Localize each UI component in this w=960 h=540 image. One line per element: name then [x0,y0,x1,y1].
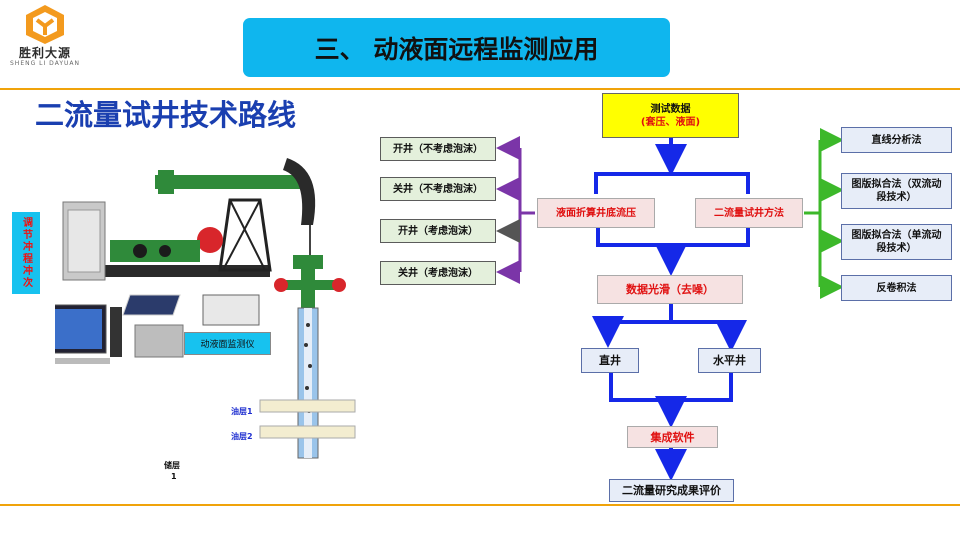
layer-2-label: 油层2 [231,432,253,441]
final-evaluation-box: 二流量研究成果评价 [609,479,734,502]
left-item-1: 开井（不考虑泡沫） [380,137,496,161]
logo-subtext: SHENG LI DAYUAN [10,60,80,67]
left-item-2: 关井（不考虑泡沫） [380,177,496,201]
vertical-well-box: 直井 [581,348,639,373]
smoothing-box: 数据光滑（去噪） [597,275,743,304]
test-data-box: 测试数据 (套压、液面) [602,93,739,138]
integrated-software-box: 集成软件 [627,426,718,448]
reservoir-label: 储层 [164,461,180,470]
bottom-pressure-box: 液面折算井底流压 [537,198,655,228]
reservoir-number: 1 [171,472,177,481]
right-item-2: 图版拟合法（双流动段技术） [841,173,952,209]
left-item-4: 关井（考虑泡沫） [380,261,496,285]
right-item-4: 反卷积法 [841,275,952,301]
logo-text: 胜利大源 [18,46,71,60]
horizontal-well-box: 水平井 [698,348,761,373]
test-data-detail: (套压、液面) [640,116,701,128]
right-item-1: 直线分析法 [841,127,952,153]
right-item-3: 图版拟合法（单流动段技术） [841,224,952,260]
two-rate-method-box: 二流量试井方法 [695,198,803,228]
stroke-adjust-label: 调节冲程冲次 [12,212,40,294]
header-divider [0,88,960,90]
left-item-3: 开井（考虑泡沫） [380,219,496,243]
well-illustration [49,130,375,490]
section-banner: 三、 动液面远程监测应用 [243,18,670,77]
test-data-title: 测试数据 [650,103,691,115]
company-logo-icon [22,3,68,45]
slide-subtitle: 二流量试井技术路线 [35,98,297,132]
footer-divider [0,504,960,506]
layer-1-label: 油层1 [231,407,253,416]
level-monitor-label: 动液面监测仪 [184,332,271,355]
